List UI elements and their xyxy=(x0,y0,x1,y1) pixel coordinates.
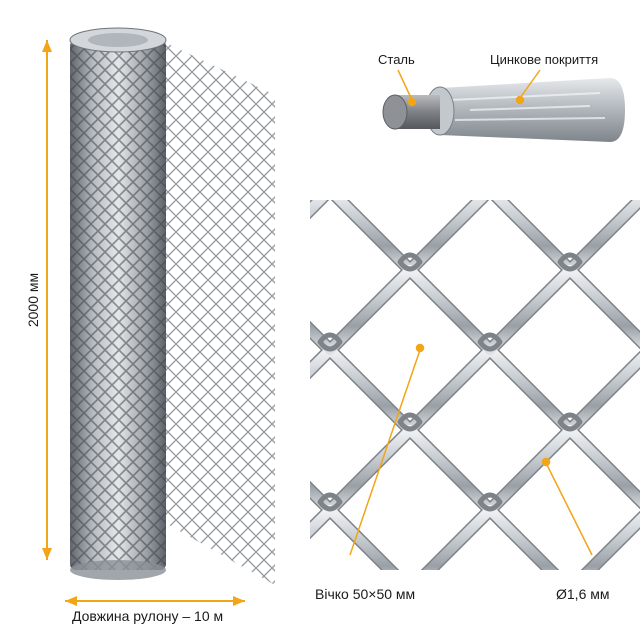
roll-length-label: Довжина рулону – 10 м xyxy=(72,608,224,624)
mesh-closeup xyxy=(310,200,640,570)
steel-label: Сталь xyxy=(378,52,415,67)
height-label: 2000 мм xyxy=(25,272,41,328)
zinc-coating-label: Цинкове покриття xyxy=(490,52,599,67)
mesh-roll xyxy=(69,27,167,580)
callout-leaders xyxy=(349,69,593,556)
height-dimension xyxy=(42,40,52,560)
wire-closeup xyxy=(382,78,625,142)
mesh-cell-label: Вічко 50×50 мм xyxy=(315,586,416,602)
roll-length-dimension xyxy=(65,596,245,606)
wire-diameter-label: Ø1,6 мм xyxy=(556,586,610,602)
unrolled-mesh-sheet xyxy=(160,40,275,585)
